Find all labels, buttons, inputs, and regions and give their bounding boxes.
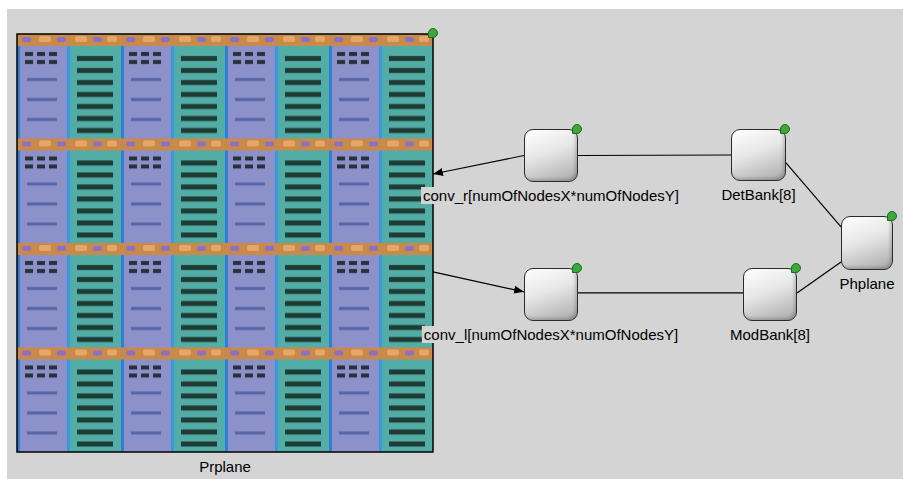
module-label: Phplane xyxy=(837,275,896,292)
label-holder: conv_l[numOfNodesX*numOfNodesY] xyxy=(422,326,680,344)
module-icon: conv_r[numOfNodesX*numOfNodesY] xyxy=(524,129,578,182)
module-icon: conv_l[numOfNodesX*numOfNodesY] xyxy=(524,268,578,321)
module-label: DetBank[8] xyxy=(719,186,797,203)
label-holder: ModBank[8] xyxy=(728,326,812,344)
image-module: Prplane xyxy=(17,34,433,452)
connection-line xyxy=(578,292,743,293)
label-holder: Phplane xyxy=(837,275,896,293)
pin-marker xyxy=(780,124,790,134)
connection-line xyxy=(433,156,524,175)
module-icon: Phplane xyxy=(841,216,893,270)
module-label: Prplane xyxy=(197,458,253,475)
pin-marker xyxy=(572,263,582,273)
pin-marker xyxy=(791,263,801,273)
connection-line xyxy=(433,272,524,292)
pin-marker xyxy=(428,28,438,38)
pin-marker xyxy=(572,124,582,134)
pin-marker xyxy=(887,211,897,221)
connection-line xyxy=(797,262,841,293)
module-label: conv_r[numOfNodesX*numOfNodesY] xyxy=(421,187,681,204)
die-image xyxy=(17,34,433,452)
module-icon: ModBank[8] xyxy=(743,268,797,321)
module-icon: DetBank[8] xyxy=(731,129,786,181)
module-label: ModBank[8] xyxy=(728,326,812,343)
label-holder: conv_r[numOfNodesX*numOfNodesY] xyxy=(421,187,681,205)
connection-line xyxy=(578,154,731,156)
module-label: conv_l[numOfNodesX*numOfNodesY] xyxy=(422,326,680,343)
label-holder: DetBank[8] xyxy=(719,186,797,204)
label-holder: Prplane xyxy=(197,458,253,476)
